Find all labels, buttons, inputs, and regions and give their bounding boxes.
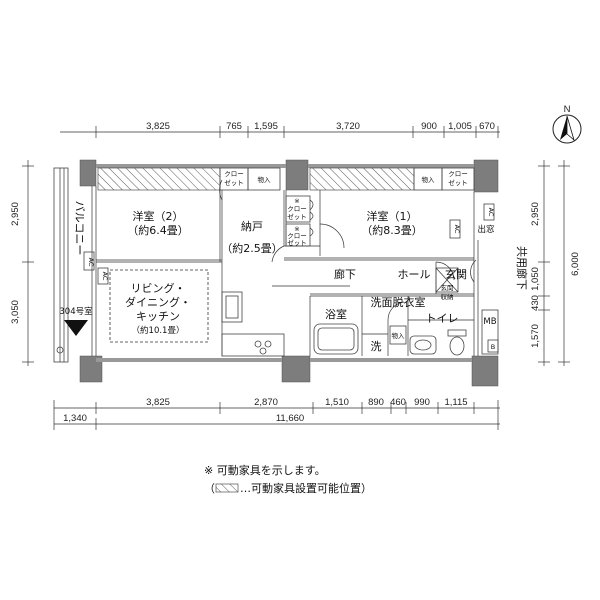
movable-furniture-area-2 [309,167,415,191]
dim-right-2: 1,050 [530,267,541,291]
storage-label-1: 物入 [258,175,272,184]
washroom-label: 洗面脱衣室 [371,295,426,309]
dim-bottom-total: 11,660 [276,413,304,424]
closet-units-top [219,167,475,191]
hall-label: ホール [398,268,431,281]
entrance-label: 玄関 [445,267,467,281]
bedroom1-name: 洋室（1） [367,209,418,223]
dim-left-1: 2,950 [10,202,21,226]
dim-right-4: 1,570 [530,324,541,348]
note-line2-open: （ [204,482,215,495]
dim-bottom-left: 1,340 [63,413,87,424]
dim-bottom-2: 2,870 [254,397,278,408]
ac-label-2: AC [101,272,109,281]
dim-top-1: 3,825 [146,121,170,132]
storage-room-size: （約2.5畳） [221,241,283,255]
outer-walls [79,159,499,387]
ldk-line3: キッチン [136,310,180,323]
ldk-line2: ダイニング・ [125,295,191,309]
closet-label-1b: ゼット [224,178,244,187]
bedroom1-size: （約8.3畳） [361,223,423,237]
wash-label: 洗 [371,340,382,353]
compass-icon: N [552,104,582,144]
bedroom2-name: 洋室（2） [133,209,184,223]
ac-label-1: AC [87,258,95,267]
note-line2-text: …可動家具設置可能位置） [240,481,372,495]
balcony: バルコニー 304号室 [53,167,93,363]
room-number-label: 304号室 [59,306,93,317]
balcony-label: バルコニー [73,201,86,256]
ac-label-4: AC [487,208,495,217]
dim-top-6: 1,005 [448,121,472,132]
dim-right-1: 2,950 [530,202,541,226]
bedroom2-size: （約6.4畳） [127,223,189,237]
dim-top-4: 3,720 [336,121,360,132]
dim-right-total: 6,000 [570,252,581,276]
mb-label: MB [483,317,496,327]
door-swings [219,179,477,321]
note-line1: ※ 可動家具を示します。 [204,463,326,477]
ac-label-3: AC [453,225,461,234]
bath-label: 浴室 [325,307,347,321]
storage-label-3: 物入 [392,331,406,340]
dim-bottom-7: 1,115 [444,397,467,408]
ldk-size: （約10.1畳） [132,325,185,336]
dim-right-3: 430 [530,295,541,311]
toilet-label: トイレ [426,312,459,325]
closet-label-3b: クロー [287,205,307,213]
b-label: B [491,343,495,351]
closet-units-mid [285,195,314,247]
closet-label-3c: ゼット [287,212,307,221]
dim-bottom-1: 3,825 [146,397,170,408]
closet-label-3a: ※ [294,197,299,205]
bath-fixtures [313,267,499,356]
hatch-legend-swatch [215,483,239,493]
dim-bottom-6: 990 [414,397,430,408]
left-dimensions: 2,950 3,050 [10,160,34,366]
closet-label-1a: クロー [224,170,244,178]
compass-label: N [564,104,571,115]
dim-top-2: 765 [226,121,242,132]
storage-room-name: 納戸 [241,220,263,233]
right-dimensions: 2,950 1,050 430 1,570 6,000 [530,160,581,366]
bottom-dimensions: 3,825 2,870 1,510 890 460 990 1,115 1,34… [53,397,500,430]
dim-left-2: 3,050 [10,300,21,324]
outer-window-label: 出窓 [477,224,495,235]
closet-label-2a: クロー [448,170,468,178]
storage-label-2: 物入 [422,175,436,184]
movable-furniture-area-1 [97,167,221,191]
entrance-storage-label-2: 収納 [441,292,454,301]
closet-label-4b: クロー [287,232,307,240]
closet-label-4a: ※ [294,225,299,233]
ac-units [83,203,495,285]
corridor-label: 廊下 [334,267,356,281]
top-dimensions: 3,825 765 1,595 3,720 900 1,005 670 [60,121,500,138]
dim-top-5: 900 [421,121,437,132]
entrance-storage-label-1: 玄関 [441,283,454,292]
common-corridor-label: 共用廊下 [515,246,529,290]
closet-label-2b: ゼット [448,178,468,187]
ldk-line1: リビング・ [131,281,186,295]
dim-top-3: 1,595 [254,121,278,132]
dim-top-7: 670 [479,121,495,132]
closet-label-4c: ゼット [287,238,307,247]
kitchen-fixtures [221,291,285,357]
dim-bottom-4: 890 [368,397,384,408]
dim-bottom-5: 460 [390,397,406,408]
dim-bottom-3: 1,510 [325,397,349,408]
entry-marker-icon [64,320,88,336]
